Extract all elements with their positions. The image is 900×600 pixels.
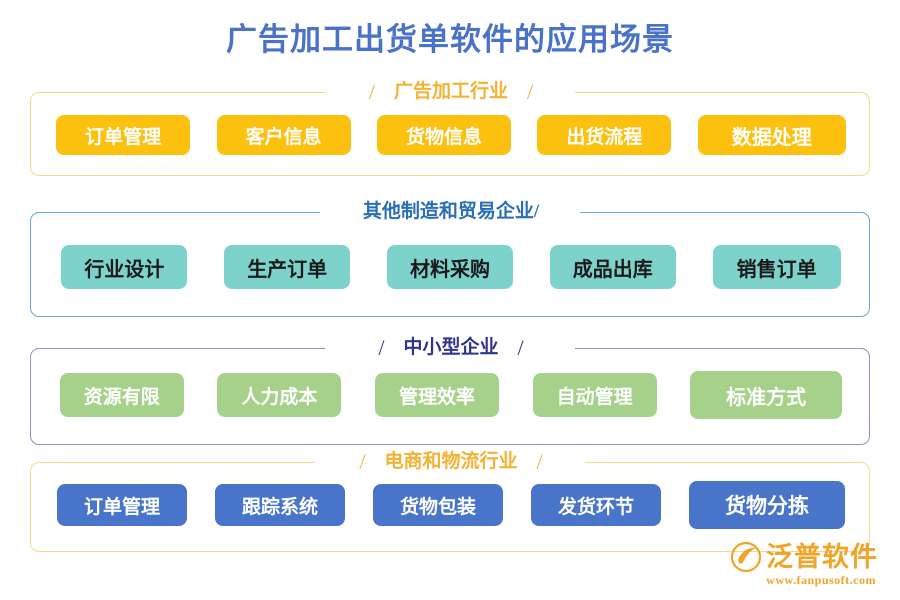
chip-labor-cost[interactable]: 人力成本	[217, 373, 342, 417]
chip-customer-information[interactable]: 客户信息	[216, 115, 351, 155]
chip-material-procurement[interactable]: 材料采购	[386, 245, 513, 289]
section-advertising-processing-industry: / 广告加工行业 / 订单管理 客户信息 货物信息 出货流程 数据处理	[30, 79, 871, 176]
chip-industry-design[interactable]: 行业设计	[61, 245, 188, 289]
section-other-manufacturing-and-trading-enterprises: 其他制造和贸易企业/ 行业设计 生产订单 材料采购 成品出库 销售订单	[30, 199, 871, 317]
section-header-mask-1	[325, 79, 575, 105]
section-ecommerce-and-logistics-industry: / 电商和物流行业 / 订单管理 跟踪系统 货物包装 发货环节 货物分拣	[30, 449, 871, 552]
logo-top-row: 泛普软件	[730, 541, 878, 573]
chip-order-management[interactable]: 订单管理	[57, 484, 187, 526]
logo-company-name: 泛普软件	[766, 542, 878, 572]
chip-finished-goods-outbound[interactable]: 成品出库	[549, 245, 676, 289]
chip-limited-resources[interactable]: 资源有限	[59, 373, 184, 417]
brand-logo: 泛普软件 www.fanpusoft.com	[730, 541, 878, 588]
chip-sales-order[interactable]: 销售订单	[712, 245, 841, 289]
chip-shipping-process[interactable]: 出货流程	[537, 115, 672, 155]
chip-row-1: 订单管理 客户信息 货物信息 出货流程 数据处理	[31, 113, 871, 157]
page-title: 广告加工出货单软件的应用场景	[226, 22, 674, 57]
chip-goods-information[interactable]: 货物信息	[376, 115, 511, 155]
chip-goods-sorting[interactable]: 货物分拣	[689, 481, 845, 529]
section-header-mask-4	[315, 449, 585, 475]
section-header-mask-2	[320, 199, 580, 225]
chip-management-efficiency[interactable]: 管理效率	[374, 373, 499, 417]
chip-shipping-link[interactable]: 发货环节	[531, 484, 661, 526]
chip-standard-method[interactable]: 标准方式	[690, 371, 843, 419]
section-header-mask-3	[325, 335, 575, 361]
chip-row-3: 资源有限 人力成本 管理效率 自动管理 标准方式	[31, 371, 871, 419]
section-small-and-medium-enterprises: / 中小型企业 / 资源有限 人力成本 管理效率 自动管理 标准方式	[30, 335, 871, 445]
chip-goods-packaging[interactable]: 货物包装	[373, 484, 503, 526]
chip-data-processing[interactable]: 数据处理	[697, 115, 846, 155]
chip-automatic-management[interactable]: 自动管理	[532, 373, 657, 417]
fanpu-swoosh-icon	[730, 541, 762, 573]
chip-row-4: 订单管理 跟踪系统 货物包装 发货环节 货物分拣	[31, 481, 871, 529]
chip-row-2: 行业设计 生产订单 材料采购 成品出库 销售订单	[31, 243, 871, 291]
chip-production-order[interactable]: 生产订单	[224, 245, 351, 289]
chip-tracking-system[interactable]: 跟踪系统	[215, 484, 345, 526]
logo-website-url: www.fanpusoft.com	[766, 573, 876, 587]
chip-order-management[interactable]: 订单管理	[56, 115, 191, 155]
